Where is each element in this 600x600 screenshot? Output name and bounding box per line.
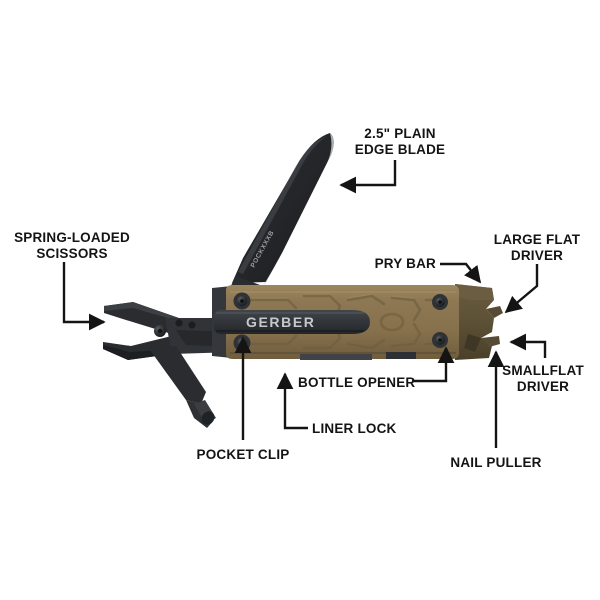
callout-bottle-opener: BOTTLE OPENER	[298, 375, 416, 390]
gerber-logo-text: GERBER	[246, 314, 316, 330]
bottle-opener-notch	[386, 352, 416, 359]
callout-nail-puller: NAIL PULLER	[450, 455, 542, 470]
leader-liner-lock	[276, 372, 308, 430]
callout-large-flat-driver: LARGE FLAT DRIVER	[493, 232, 581, 263]
leader-bottle-opener	[412, 346, 455, 383]
leader-smallflat-driver	[509, 333, 547, 358]
leader-pry-bar	[440, 262, 482, 284]
callout-pocket-clip: POCKET CLIP	[196, 447, 290, 462]
liner-lock-slot	[300, 354, 372, 360]
callout-plain-edge-blade: 2.5" PLAIN EDGE BLADE	[354, 126, 446, 157]
callout-spring-loaded-scissors: SPRING-LOADED SCISSORS	[14, 230, 130, 261]
callout-pry-bar: PRY BAR	[374, 256, 436, 271]
callout-smallflat-driver: SMALLFLAT DRIVER	[502, 363, 584, 394]
leader-spring-loaded-scissors	[62, 262, 106, 331]
pocket-clip-graphic: GERBER	[214, 310, 370, 334]
leader-large-flat-driver	[504, 264, 539, 314]
spring-loaded-scissors-graphic	[103, 302, 236, 428]
leader-plain-edge-blade	[339, 160, 397, 194]
callout-liner-lock: LINER LOCK	[312, 421, 397, 436]
handle-body-graphic: GERBER	[212, 284, 503, 360]
